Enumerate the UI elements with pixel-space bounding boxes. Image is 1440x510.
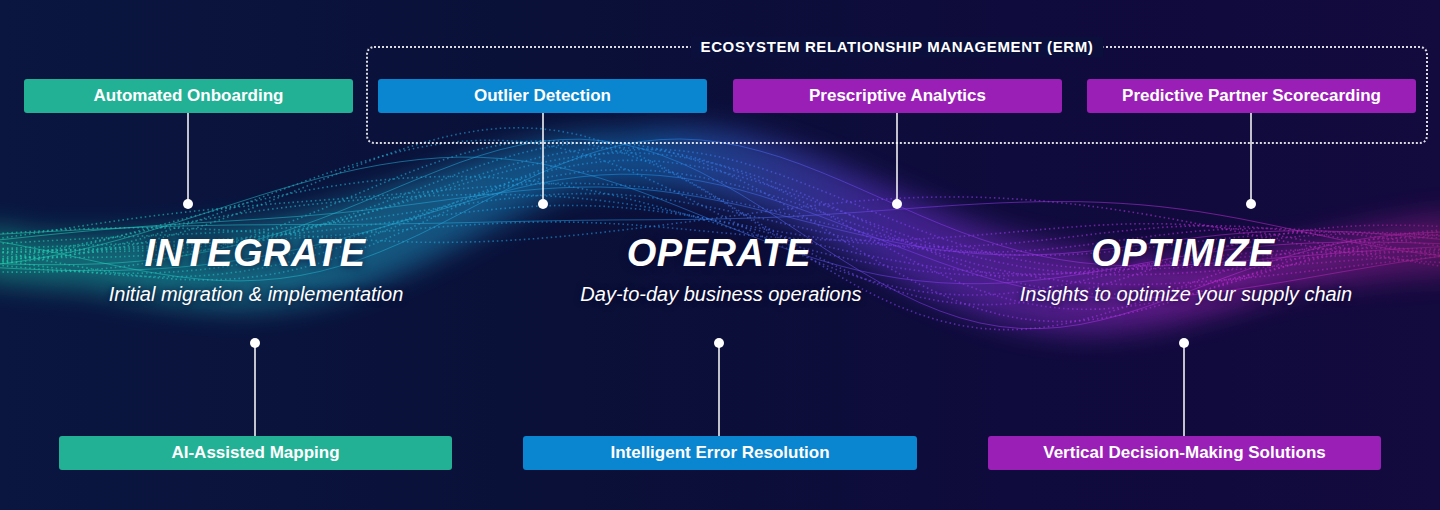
wave-line xyxy=(0,153,1440,294)
wave-glow-band xyxy=(0,152,1440,314)
leader-line xyxy=(542,112,544,200)
wave-line xyxy=(0,148,1440,310)
leader-line xyxy=(1183,347,1185,436)
phase-subtitle: Insights to optimize your supply chain xyxy=(1020,283,1352,306)
wave-line xyxy=(0,174,1440,298)
phase-title: INTEGRATE xyxy=(144,232,365,275)
leader-line xyxy=(1250,112,1252,200)
erm-group-region: ECOSYSTEM RELATIONSHIP MANAGEMENT (ERM)O… xyxy=(366,46,1428,144)
box-label: Intelligent Error Resolution xyxy=(610,443,829,463)
leader-dot xyxy=(183,199,193,209)
phase-title: OPTIMIZE xyxy=(1091,232,1274,275)
feature-box: Outlier Detection xyxy=(378,79,707,113)
wave-line xyxy=(0,195,1440,275)
feature-box: AI-Assisted Mapping xyxy=(59,436,452,470)
box-label: Automated Onboarding xyxy=(94,86,284,106)
leader-line xyxy=(718,347,720,436)
leader-dot xyxy=(1246,199,1256,209)
wave-line xyxy=(0,149,1440,280)
feature-box: Vertical Decision-Making Solutions xyxy=(988,436,1381,470)
leader-line xyxy=(896,112,898,200)
phase-subtitle: Day-to-day business operations xyxy=(580,283,861,306)
box-label: Vertical Decision-Making Solutions xyxy=(1043,443,1325,463)
leader-dot xyxy=(1179,338,1189,348)
phase-subtitle: Initial migration & implementation xyxy=(109,283,404,306)
wave-line xyxy=(0,142,1440,322)
group-heading: ECOSYSTEM RELATIONSHIP MANAGEMENT (ERM) xyxy=(691,37,1104,57)
leader-line xyxy=(187,112,189,200)
wave-lines xyxy=(0,128,1440,330)
leader-dot xyxy=(538,199,548,209)
wave-glow xyxy=(0,147,1440,313)
wave-line xyxy=(0,141,1440,330)
leader-line xyxy=(254,347,256,436)
wave-line xyxy=(0,128,1440,305)
feature-box: Intelligent Error Resolution xyxy=(523,436,917,470)
phase-title: OPERATE xyxy=(627,232,811,275)
leader-dot xyxy=(250,338,260,348)
box-label: Predictive Partner Scorecarding xyxy=(1122,86,1381,106)
wave-line xyxy=(0,177,1440,276)
leader-dot xyxy=(714,338,724,348)
wave-line xyxy=(0,170,1440,285)
feature-box: Prescriptive Analytics xyxy=(733,79,1062,113)
wave-line xyxy=(0,139,1440,328)
wave-line xyxy=(0,140,1440,295)
wave-line xyxy=(0,160,1440,276)
box-label: AI-Assisted Mapping xyxy=(171,443,339,463)
box-label: Outlier Detection xyxy=(474,86,611,106)
feature-box: Predictive Partner Scorecarding xyxy=(1087,79,1416,113)
box-label: Prescriptive Analytics xyxy=(809,86,986,106)
feature-box: Automated Onboarding xyxy=(24,79,353,113)
wave-line xyxy=(0,157,1440,284)
leader-dot xyxy=(892,199,902,209)
